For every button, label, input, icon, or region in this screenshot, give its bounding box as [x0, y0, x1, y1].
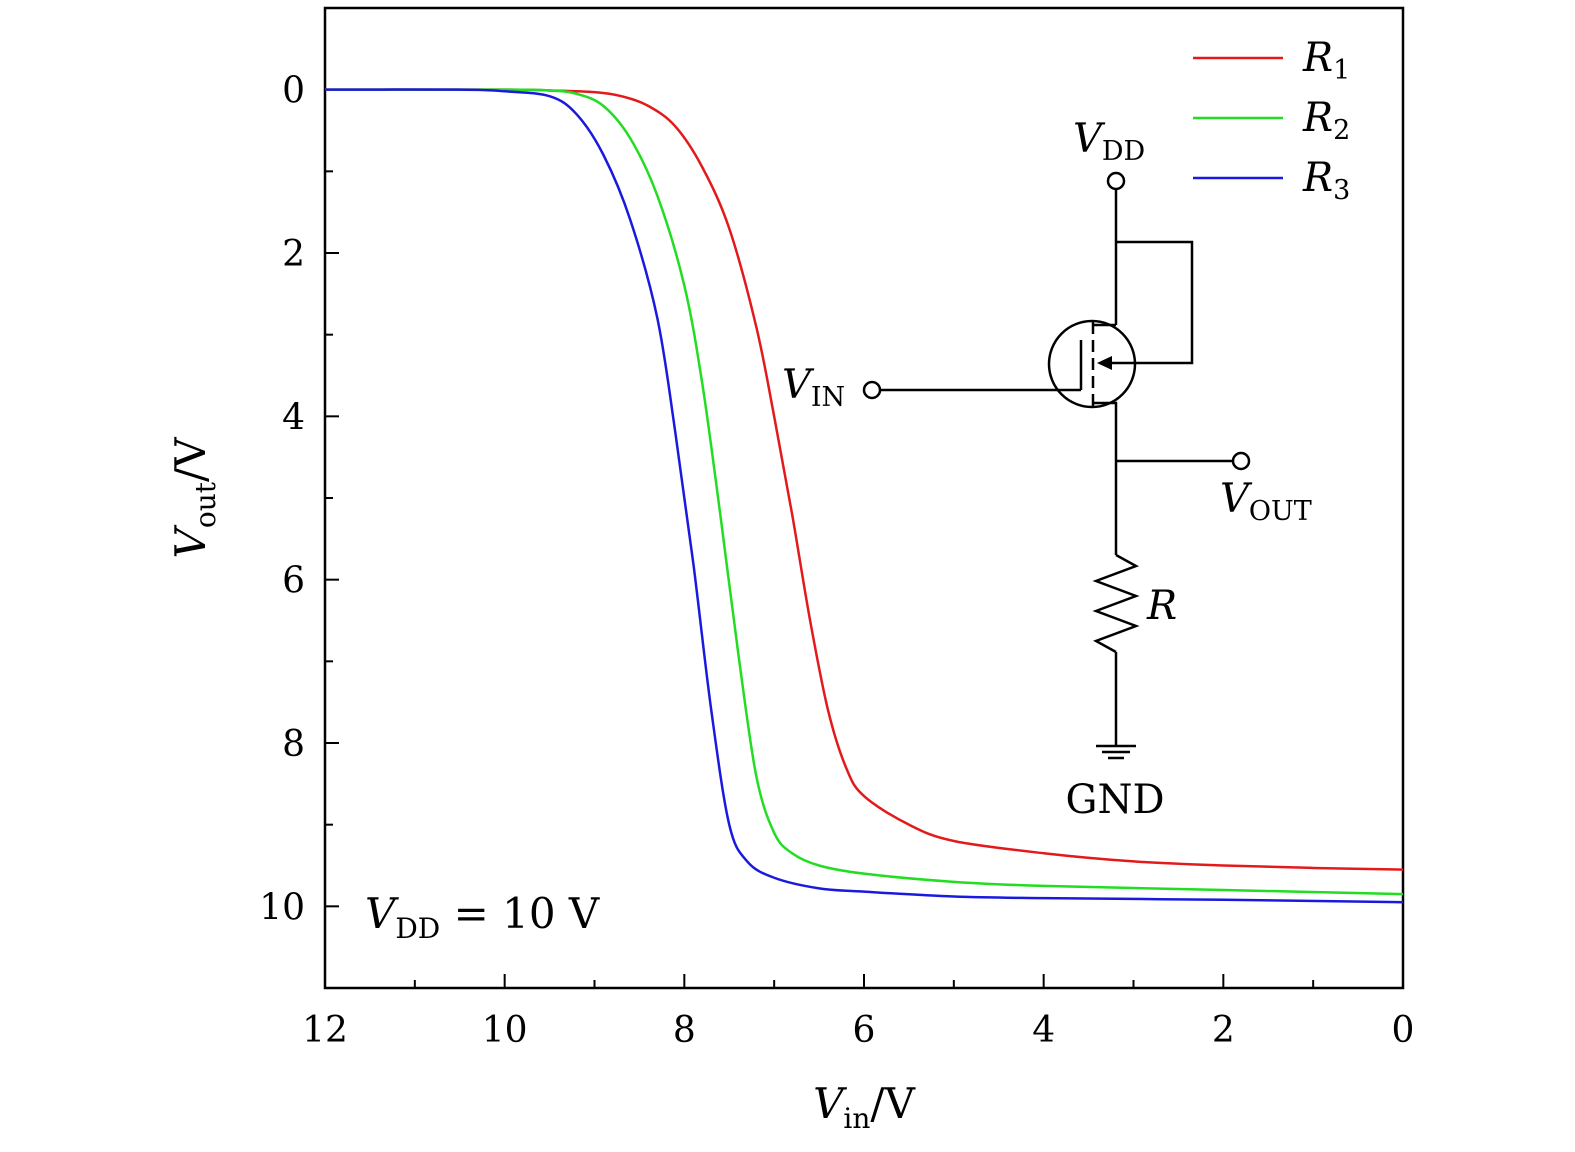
series-line-r1: [324, 88, 1404, 871]
x-tick-label: 2: [1212, 1010, 1235, 1051]
resistor-symbol: [1092, 553, 1140, 654]
vdd-terminal: [1106, 171, 1126, 191]
vout-terminal: [1231, 451, 1251, 471]
series-line-r3: [324, 88, 1404, 904]
vdd-label: VDD: [1073, 116, 1145, 167]
curves: [324, 88, 1404, 904]
legend-label-r3: R3: [1302, 155, 1350, 206]
y-tick-label: 4: [282, 397, 305, 438]
y-tick-label: 6: [282, 561, 305, 602]
x-tick-label: 0: [1392, 1010, 1415, 1051]
resistor-label: R: [1146, 583, 1177, 629]
x-tick-label: 10: [482, 1010, 528, 1051]
y-tick-label: 2: [282, 234, 305, 275]
series-line-r2: [324, 88, 1404, 896]
y-tick-label: 8: [282, 724, 305, 765]
mosfet-arrow-icon: [1097, 356, 1112, 370]
x-tick-label: 6: [853, 1010, 876, 1051]
body-tie-wire: [1103, 240, 1194, 365]
y-axis-label: Vout/V: [166, 437, 222, 559]
legend: R1 R2 R3: [1193, 35, 1350, 206]
legend-label-r1: R1: [1302, 35, 1350, 86]
x-tick-label: 12: [302, 1010, 348, 1051]
x-axis-label: Vin/V: [813, 1079, 915, 1135]
circuit-inset: [862, 171, 1251, 760]
vin-label: VIN: [782, 362, 845, 413]
y-tick-label: 0: [282, 71, 305, 112]
vin-terminal: [862, 380, 882, 400]
axis-ticks: [324, 88, 1404, 988]
legend-label-r2: R2: [1302, 95, 1350, 146]
vout-label: VOUT: [1220, 476, 1312, 527]
x-tick-label: 8: [673, 1010, 696, 1051]
mosfet-symbol: [1047, 319, 1137, 409]
y-tick-label: 10: [259, 887, 305, 928]
vdd-annotation: VDD = 10 V: [365, 889, 600, 945]
ground-label: GND: [1065, 777, 1164, 823]
tick-labels: 12 10 8 6 4 2 0 0 2 4 6 8 10: [259, 71, 1414, 1051]
mosfet-source: [1093, 401, 1118, 555]
x-tick-label: 4: [1032, 1010, 1055, 1051]
